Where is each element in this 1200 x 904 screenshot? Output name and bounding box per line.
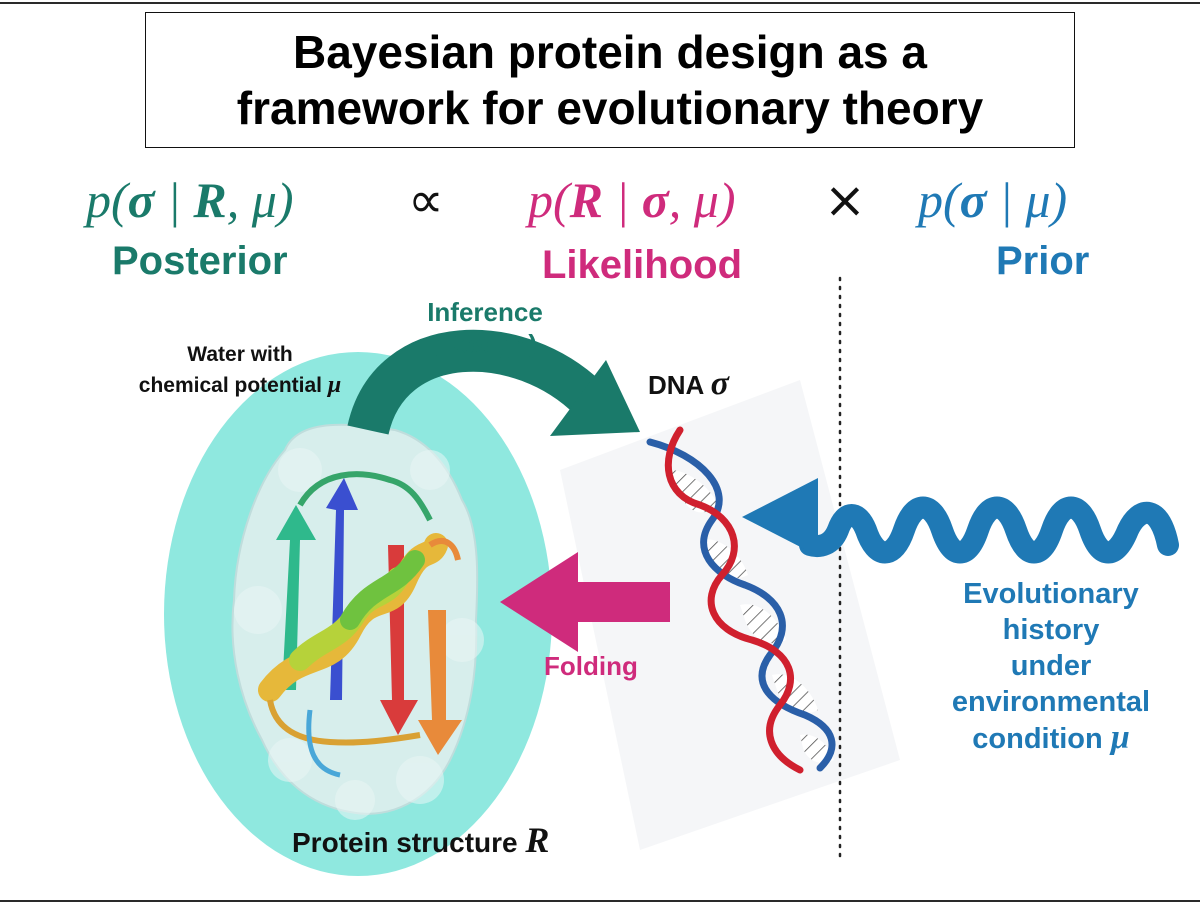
likelihood-R: R — [569, 172, 604, 228]
posterior-p: p( — [86, 172, 128, 228]
proportional-symbol: ∝ — [408, 171, 444, 229]
prior-bar: | — [986, 172, 1026, 228]
posterior-sigma: σ — [127, 172, 155, 228]
evolution-mu: μ — [1110, 719, 1130, 756]
title-line-1: Bayesian protein design as a — [292, 26, 927, 78]
prior-mu: μ) — [1025, 172, 1068, 228]
water-mu: μ — [327, 372, 342, 398]
posterior-label: Posterior — [112, 239, 288, 283]
folding-label: Folding — [544, 651, 638, 681]
water-label-line2: chemical potential μ — [138, 372, 342, 398]
prior-p: p( — [918, 172, 960, 228]
likelihood-formula: p(R | σ, μ) — [528, 170, 735, 230]
folding-arrow-head — [500, 552, 578, 652]
protein-label: Protein structure R — [292, 820, 549, 863]
posterior-mu: , μ) — [226, 172, 294, 228]
likelihood-label: Likelihood — [542, 243, 742, 287]
surface-bumps — [234, 448, 484, 820]
times-symbol: × — [824, 171, 866, 229]
inference-arrow-head — [550, 360, 640, 436]
dna-helix — [646, 426, 836, 774]
bottom-rule — [0, 900, 1200, 902]
posterior-formula: p(σ | R, μ) — [86, 170, 293, 230]
strand-green — [276, 505, 316, 690]
protein-label-text: Protein structure — [292, 827, 518, 858]
inference-arrow-shaft — [347, 329, 605, 436]
title-line-2: framework for evolutionary theory — [236, 82, 984, 134]
evolution-wave — [799, 496, 1179, 564]
water-label: Water with chemical potential μ — [110, 340, 370, 401]
folding-arrow-shaft — [565, 582, 670, 622]
dna-sigma: σ — [710, 365, 729, 402]
evolution-arrow-head — [742, 478, 818, 556]
likelihood-bar: | — [603, 172, 642, 228]
evolution-label-line4: environmental — [951, 686, 1151, 718]
inference-label-line1: Inference — [427, 297, 543, 327]
loop-green — [297, 471, 433, 522]
prior-formula: p(σ | μ) — [918, 170, 1067, 230]
prior-sigma: σ — [959, 172, 987, 228]
likelihood-p: p( — [528, 172, 570, 228]
inference-label-line2: (Design) — [433, 329, 537, 359]
evolution-label-line2: history — [1002, 614, 1100, 646]
evolution-label-line3: under — [1010, 650, 1092, 682]
strand-orange — [418, 610, 462, 755]
protein-R: R — [525, 820, 550, 860]
evolution-label-line1: Evolutionary — [963, 578, 1139, 610]
loop-yellow — [267, 699, 421, 746]
posterior-R: R — [193, 172, 227, 228]
prior-label: Prior — [996, 239, 1090, 283]
inference-label: Inference (Design) — [400, 296, 570, 360]
dna-label-text: DNA — [648, 370, 704, 400]
likelihood-mu: , μ) — [668, 172, 736, 228]
loop-orange — [428, 538, 461, 561]
evolution-label-line5: condition μ — [972, 719, 1130, 756]
likelihood-sigma: σ — [641, 172, 669, 228]
water-label-line1: Water with — [187, 343, 293, 366]
helix — [258, 533, 448, 702]
title-box: Bayesian protein design as a framework f… — [145, 12, 1075, 148]
posterior-bar: | — [154, 172, 194, 228]
top-rule — [0, 2, 1200, 4]
evolution-label: Evolutionary history under environmental… — [906, 576, 1196, 757]
loop-cyan — [306, 709, 341, 778]
dna-label: DNA σ — [648, 366, 729, 403]
